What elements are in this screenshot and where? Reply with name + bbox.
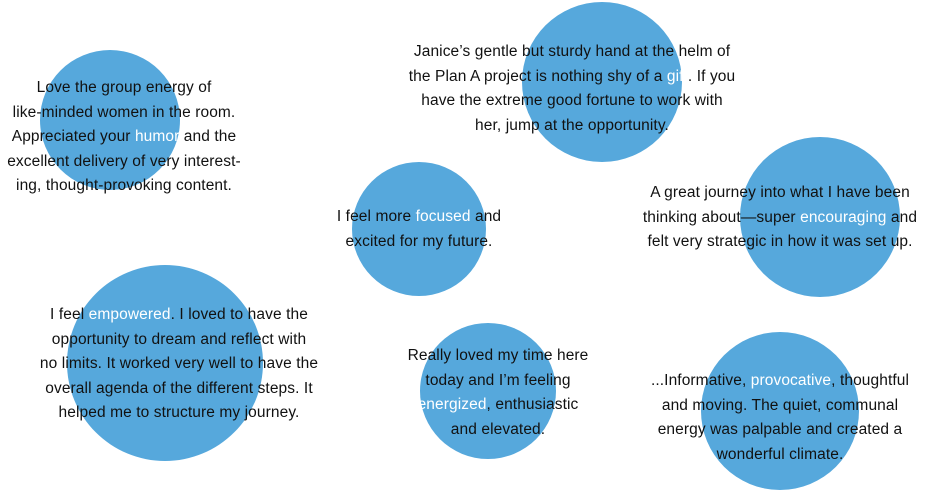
quote-line: excited for my future. [345,232,493,250]
highlight-word: gift [666,67,688,85]
highlight-word: humor [134,128,180,145]
highlight-word: encouraging [800,208,887,226]
testimonial-provocative: ...Informative, provocative, thoughtful a… [640,369,920,467]
highlight-word: empowered [88,306,171,323]
bubble-energized [420,323,556,459]
highlight-word: energized [417,396,487,413]
quote-line: have the extreme good fortune to work wi… [421,92,723,109]
testimonial-humor: Love the group energy of like-minded wome… [0,76,248,199]
testimonial-focused: I feel more focused and excited for my fu… [319,205,519,254]
quote-line: thinking about—super encouraging and [642,208,918,226]
testimonial-energized: Really loved my time here today and I’m f… [400,344,596,442]
quote-line: Appreciated your humor and the [11,128,237,145]
bubble-gift [522,2,682,162]
quote-line: overall agenda of the different steps. I… [45,379,313,397]
quote-line: opportunity to dream and reflect with [51,330,307,348]
testimonial-encouraging: A great journey into what I have been thi… [632,181,928,255]
quote-line: ...Informative, provocative, thoughtful [650,372,910,389]
quote-line: and elevated. [450,420,546,438]
quote-line: her, jump at the opportunity. [475,116,669,134]
highlight-word: provocative [750,372,832,389]
testimonial-empowered: I feel empowered. I loved to have the opp… [24,303,334,426]
quote-line: excellent delivery of very interest- [7,152,241,170]
quote-line: A great journey into what I have been [650,184,910,201]
bubble-empowered [67,265,263,461]
quote-line: felt very strategic in how it was set up… [647,233,913,250]
quote-line: Really loved my time here [407,347,589,364]
bubble-provocative [701,332,859,490]
quote-line: helped me to structure my journey. [58,404,300,421]
quote-line: the Plan A project is nothing shy of a g… [408,67,736,85]
quote-line: I feel more focused and [336,208,502,225]
quote-line: energized, enthusiastic [417,396,579,413]
quote-line: no limits. It worked very well to have t… [39,355,319,372]
quote-line: Love the group energy of [36,79,212,96]
bubble-focused [352,162,486,296]
quote-line: ing, thought-provoking content. [16,177,232,194]
bubble-encouraging [740,137,900,297]
bubble-humor [40,50,180,190]
quote-line: Janice’s gentle but sturdy hand at the h… [413,43,731,60]
quote-line: today and I’m feeling [425,371,571,389]
highlight-word: focused [415,208,471,225]
quote-line: like-minded women in the room. [12,103,236,121]
quote-line: I feel empowered. I loved to have the [50,306,308,323]
quote-line: energy was palpable and created a [657,421,903,438]
quote-line: and moving. The quiet, communal [661,396,899,414]
quote-line: wonderful climate. [716,445,844,463]
testimonial-gift: Janice’s gentle but sturdy hand at the h… [392,40,752,138]
